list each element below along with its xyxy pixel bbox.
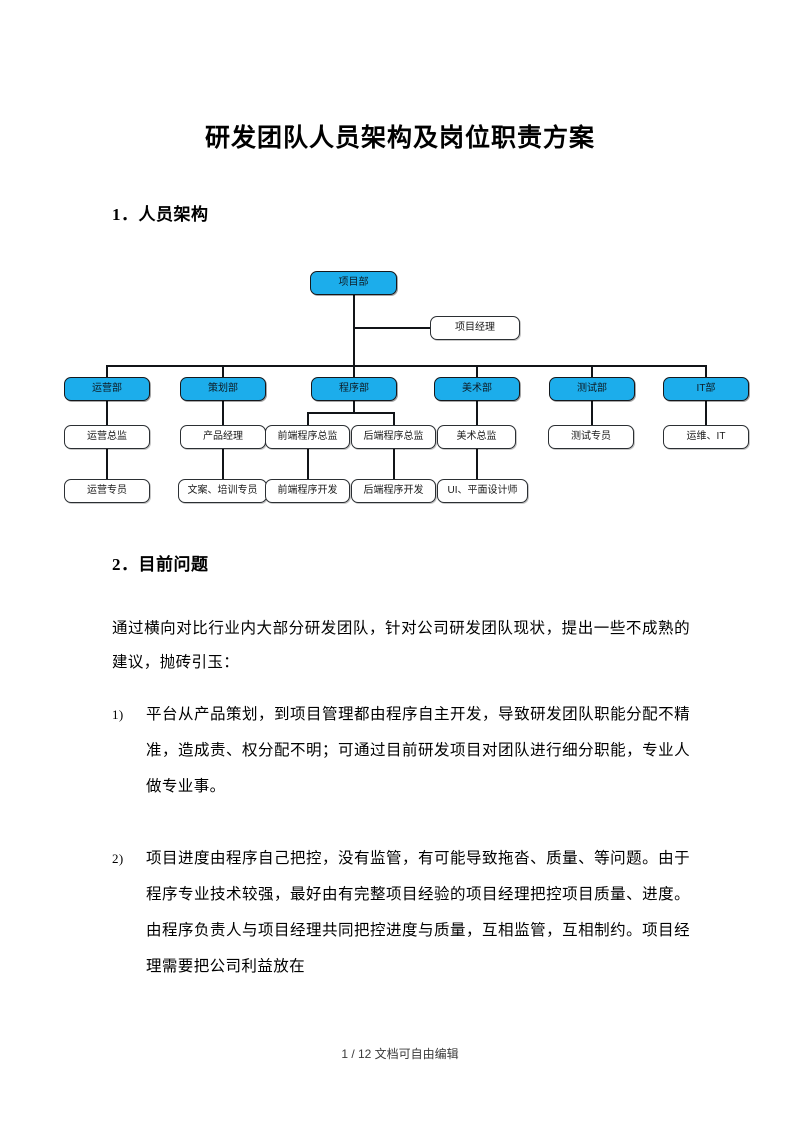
connector-dept3-drop-a — [307, 412, 309, 425]
org-node-backend-director[interactable]: 后端程序总监 — [351, 425, 436, 449]
connector-dept5-lvl2 — [591, 401, 593, 425]
org-node-test-specialist[interactable]: 测试专员 — [548, 425, 634, 449]
connector-drop-dept-6 — [705, 365, 707, 377]
page-footer: 1 / 12 文档可自由编辑 — [341, 1047, 459, 1061]
section-heading-2: 2．目前问题 — [112, 555, 209, 574]
connector-lvl2-3a-lvl3 — [307, 449, 309, 479]
list-item: 2) 项目进度由程序自己把控，没有监管，有可能导致拖沓、质量、等问题。由于程序专… — [112, 841, 690, 985]
org-node-dept-planning[interactable]: 策划部 — [180, 377, 266, 401]
intro-paragraph: 通过横向对比行业内大部分研发团队，针对公司研发团队现状，提出一些不成熟的建议，抛… — [112, 620, 690, 671]
list-item-marker: 1) — [112, 707, 124, 722]
org-node-frontend-developer[interactable]: 前端程序开发 — [265, 479, 350, 503]
connector-lvl2-1-lvl3 — [106, 449, 108, 479]
connector-drop-dept-4 — [476, 365, 478, 377]
org-node-root[interactable]: 项目部 — [310, 271, 397, 295]
org-node-project-manager[interactable]: 项目经理 — [430, 316, 520, 340]
connector-dept3-drop-b — [393, 412, 395, 425]
list-item-marker: 2) — [112, 851, 124, 866]
connector-drop-dept-5 — [591, 365, 593, 377]
page-title: 研发团队人员架构及岗位职责方案 — [204, 125, 595, 152]
connector-drop-dept-3 — [353, 365, 355, 377]
org-node-dept-program[interactable]: 程序部 — [311, 377, 397, 401]
org-node-ui-graphic-designer[interactable]: UI、平面设计师 — [437, 479, 528, 503]
list-item-text: 项目进度由程序自己把控，没有监管，有可能导致拖沓、质量、等问题。由于程序专业技术… — [146, 850, 690, 975]
org-node-operations-director[interactable]: 运营总监 — [64, 425, 150, 449]
connector-dept2-lvl2 — [222, 401, 224, 425]
org-node-art-director[interactable]: 美术总监 — [437, 425, 516, 449]
connector-dept4-lvl2 — [476, 401, 478, 425]
connector-dept3-split — [308, 412, 395, 414]
list-item-text: 平台从产品策划，到项目管理都由程序自主开发，导致研发团队职能分配不精准，造成责、… — [146, 706, 690, 795]
org-node-dept-it[interactable]: IT部 — [663, 377, 749, 401]
org-node-dept-art[interactable]: 美术部 — [434, 377, 520, 401]
connector-root-trunk — [353, 295, 355, 367]
section-heading-1: 1．人员架构 — [112, 205, 209, 224]
org-node-ops-it[interactable]: 运维、IT — [663, 425, 749, 449]
org-chart: 项目部 项目经理 运营部 策划部 程序部 美术部 测试部 IT部 运营总监 产品… — [0, 255, 800, 520]
org-node-operations-specialist[interactable]: 运营专员 — [64, 479, 150, 503]
connector-dept3-stem — [353, 401, 355, 413]
connector-manager-branch — [353, 327, 430, 329]
connector-drop-dept-1 — [106, 365, 108, 377]
org-node-frontend-director[interactable]: 前端程序总监 — [265, 425, 350, 449]
org-node-copywriter-trainer[interactable]: 文案、培训专员 — [178, 479, 267, 503]
connector-dept6-lvl2 — [705, 401, 707, 425]
connector-lvl2-2-lvl3 — [222, 449, 224, 479]
org-node-dept-operations[interactable]: 运营部 — [64, 377, 150, 401]
org-node-dept-testing[interactable]: 测试部 — [549, 377, 635, 401]
org-node-backend-developer[interactable]: 后端程序开发 — [351, 479, 436, 503]
connector-drop-dept-2 — [222, 365, 224, 377]
connector-dept1-lvl2 — [106, 401, 108, 425]
org-node-product-manager[interactable]: 产品经理 — [180, 425, 266, 449]
list-item: 1) 平台从产品策划，到项目管理都由程序自主开发，导致研发团队职能分配不精准，造… — [112, 697, 690, 805]
connector-lvl2-3b-lvl3 — [393, 449, 395, 479]
connector-lvl2-4-lvl3 — [476, 449, 478, 479]
connector-department-bus — [107, 365, 706, 367]
